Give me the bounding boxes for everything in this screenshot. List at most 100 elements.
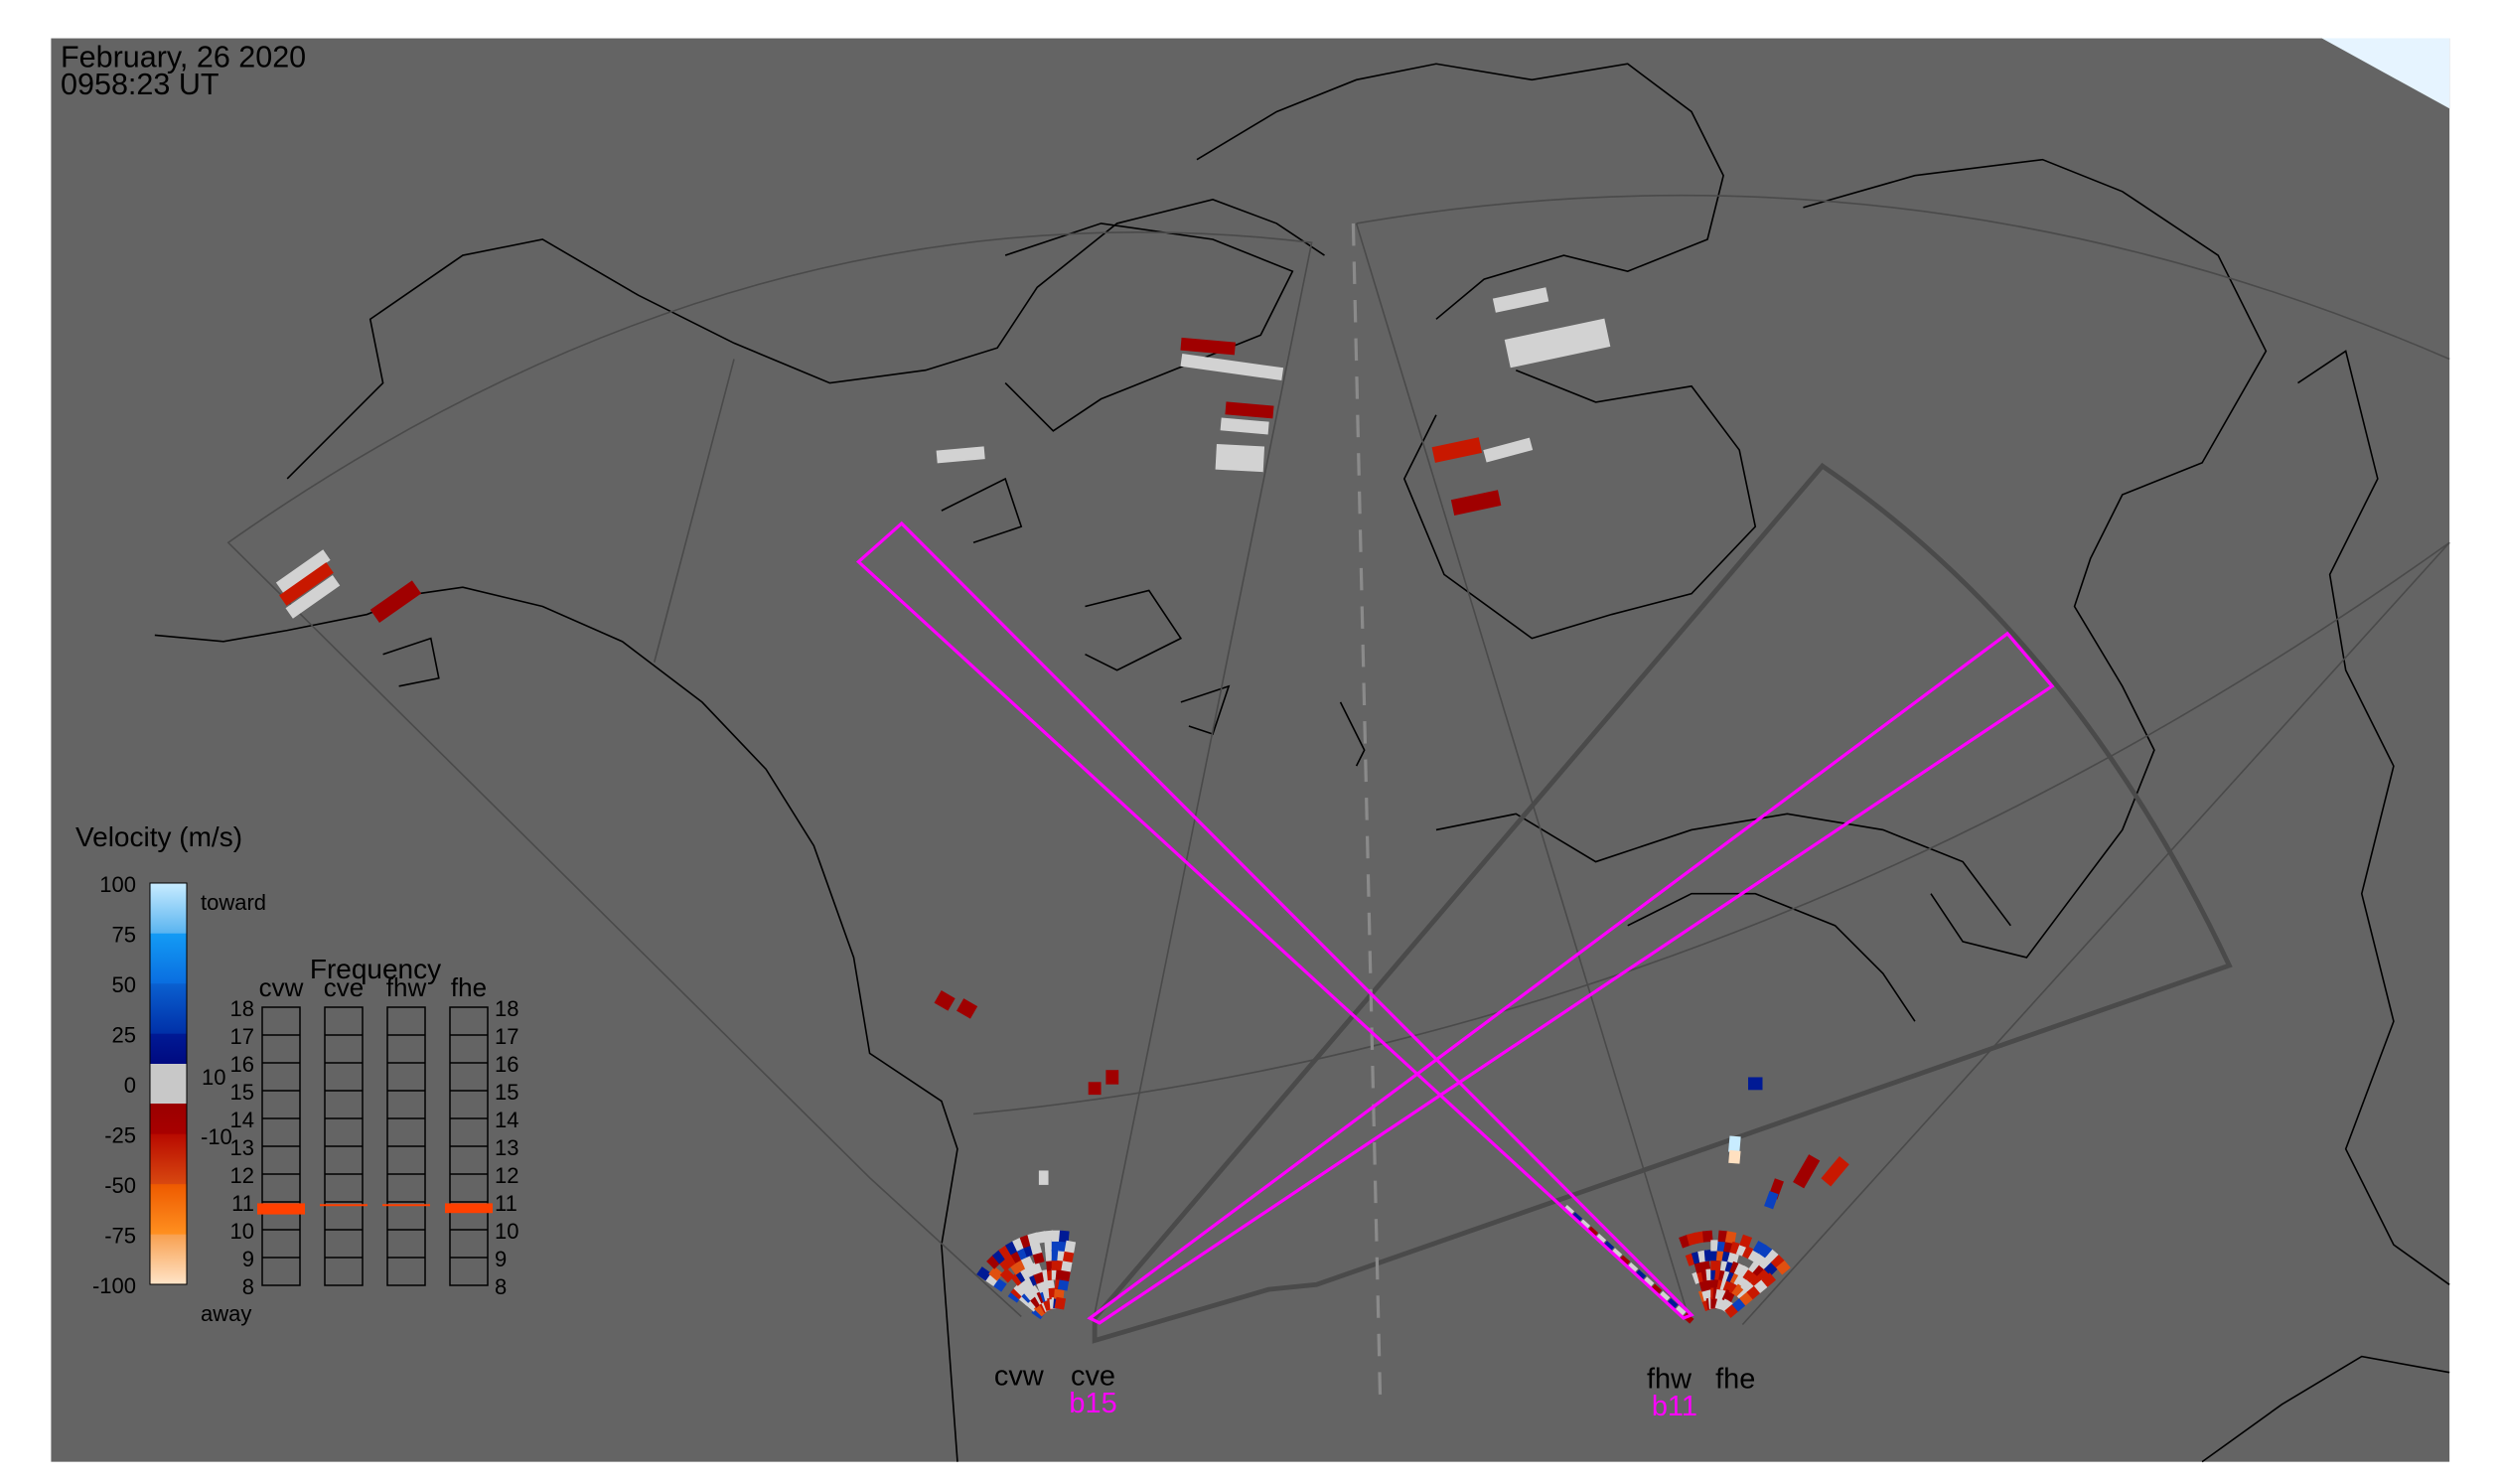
frequency-tick-right: 13: [495, 1135, 518, 1160]
beam-label-b11: b11: [1652, 1391, 1697, 1422]
frequency-tick-right: 10: [495, 1219, 518, 1244]
echo-cell: [1770, 1255, 1786, 1269]
echo-cell: [1748, 1077, 1763, 1091]
echo-cell: [1038, 1170, 1049, 1185]
site-label-cvw: cvw: [994, 1361, 1044, 1393]
echo-cell: [936, 446, 985, 464]
echo-cell: [1710, 1240, 1720, 1252]
echo-cell: [957, 998, 978, 1019]
fov-outlines: [226, 194, 2450, 1405]
frequency-column-cvw: cvw: [259, 972, 304, 1002]
gs-lower-label: -10: [201, 1124, 232, 1149]
echo-cell: [1728, 1135, 1741, 1153]
echo-cell: [1062, 1250, 1075, 1263]
echo-cell: [1650, 1283, 1663, 1295]
coastlines: [154, 63, 2450, 1463]
frequency-tick-right: 15: [495, 1080, 518, 1105]
map-corner-sky: [2321, 38, 2450, 109]
echo-cell: [1724, 1231, 1737, 1245]
echo-cell: [1220, 417, 1269, 435]
echo-cell: [1043, 1277, 1056, 1291]
fov-fhw: [653, 223, 2450, 1317]
echo-cell: [1739, 1234, 1753, 1249]
frequency-tick-left: 12: [230, 1163, 254, 1188]
echo-cell: [1626, 1261, 1639, 1274]
beam-fhw-b11: [855, 520, 1694, 1320]
frequency-band-cve: [320, 1204, 368, 1207]
frequency-column-cve: cve: [324, 972, 364, 1002]
velocity-tick: -100: [92, 1273, 136, 1298]
beam-cve-b15: [1087, 631, 2055, 1325]
gs-upper-label: 10: [202, 1065, 225, 1090]
echo-cell: [1051, 1240, 1062, 1252]
frequency-tick-right: 9: [495, 1247, 507, 1271]
echo-cell: [1793, 1154, 1821, 1189]
echo-cell: [1610, 1248, 1623, 1260]
frequency-tick-left: 9: [242, 1247, 254, 1271]
echo-cell: [285, 575, 341, 619]
echo-cell: [1029, 1241, 1043, 1256]
velocity-tick: 75: [112, 923, 136, 948]
map-background: [51, 38, 2450, 1462]
echo-cell: [1180, 337, 1236, 356]
echo-cell: [1602, 1241, 1615, 1253]
frequency-tick-left: 8: [242, 1274, 254, 1299]
echo-cell: [1051, 1259, 1062, 1270]
echo-cell: [1064, 1240, 1077, 1254]
echo-cell: [1666, 1297, 1679, 1310]
echo-cell: [1618, 1255, 1631, 1266]
site-label-fhw: fhw: [1647, 1364, 1692, 1396]
echo-cell: [369, 580, 422, 624]
frequency-column-fhe: fhe: [451, 972, 487, 1002]
echo-cell: [1005, 1240, 1019, 1256]
echo-cell: [988, 1266, 1004, 1281]
echo-cell: [1215, 443, 1265, 473]
echo-cell: [1054, 1296, 1067, 1310]
timestamp-date: February, 26 2020: [61, 40, 306, 74]
echo-cell: [1752, 1240, 1767, 1256]
echo-cell: [1059, 1230, 1070, 1243]
frequency-band-fhe: [445, 1203, 493, 1214]
fov-cvw: [226, 231, 1313, 1322]
toward-label: toward: [201, 890, 266, 915]
echo-cell: [1702, 1230, 1713, 1243]
echo-cell: [1029, 1261, 1043, 1275]
frequency-tick-right: 12: [495, 1163, 518, 1188]
echo-cell: [1225, 401, 1274, 419]
frequency-column-fhw: fhw: [386, 972, 427, 1002]
site-label-fhe: fhe: [1715, 1364, 1755, 1396]
echo-cell: [1586, 1226, 1599, 1238]
echo-cell: [1450, 490, 1502, 516]
frequency-band-fhw: [382, 1204, 430, 1207]
echo-cell: [279, 562, 334, 606]
frequency-tick-right: 8: [495, 1274, 507, 1299]
velocity-tick: -25: [104, 1123, 136, 1148]
frequency-band-cvw: [257, 1203, 305, 1215]
echo-cell: [1051, 1230, 1062, 1242]
frequency-tick-right: 18: [495, 996, 518, 1021]
echo-cell: [1821, 1156, 1849, 1187]
frequency-tick-right: 16: [495, 1052, 518, 1077]
echo-cell: [991, 1249, 1007, 1264]
frequency-tick-right: 11: [495, 1191, 517, 1216]
echo-cell: [976, 1266, 991, 1281]
echo-cell: [1720, 1299, 1735, 1315]
echo-cell: [1594, 1233, 1607, 1246]
echo-cell: [1728, 1149, 1741, 1164]
velocity-tick: 0: [124, 1073, 136, 1098]
echo-cell: [1483, 437, 1534, 463]
frequency-tick-left: 18: [230, 996, 254, 1021]
echo-cell: [934, 990, 956, 1011]
echo-cell: [1710, 1249, 1720, 1261]
echo-cell: [998, 1245, 1013, 1260]
velocity-title: Velocity (m/s): [75, 821, 242, 852]
echo-cell: [1710, 1259, 1720, 1270]
frequency-tick-left: 17: [230, 1024, 254, 1049]
frequency-tick-right: 17: [495, 1024, 518, 1049]
echo-cell: [1051, 1249, 1062, 1261]
echo-cell: [1764, 1190, 1779, 1210]
velocity-colorbar: [149, 882, 188, 1285]
